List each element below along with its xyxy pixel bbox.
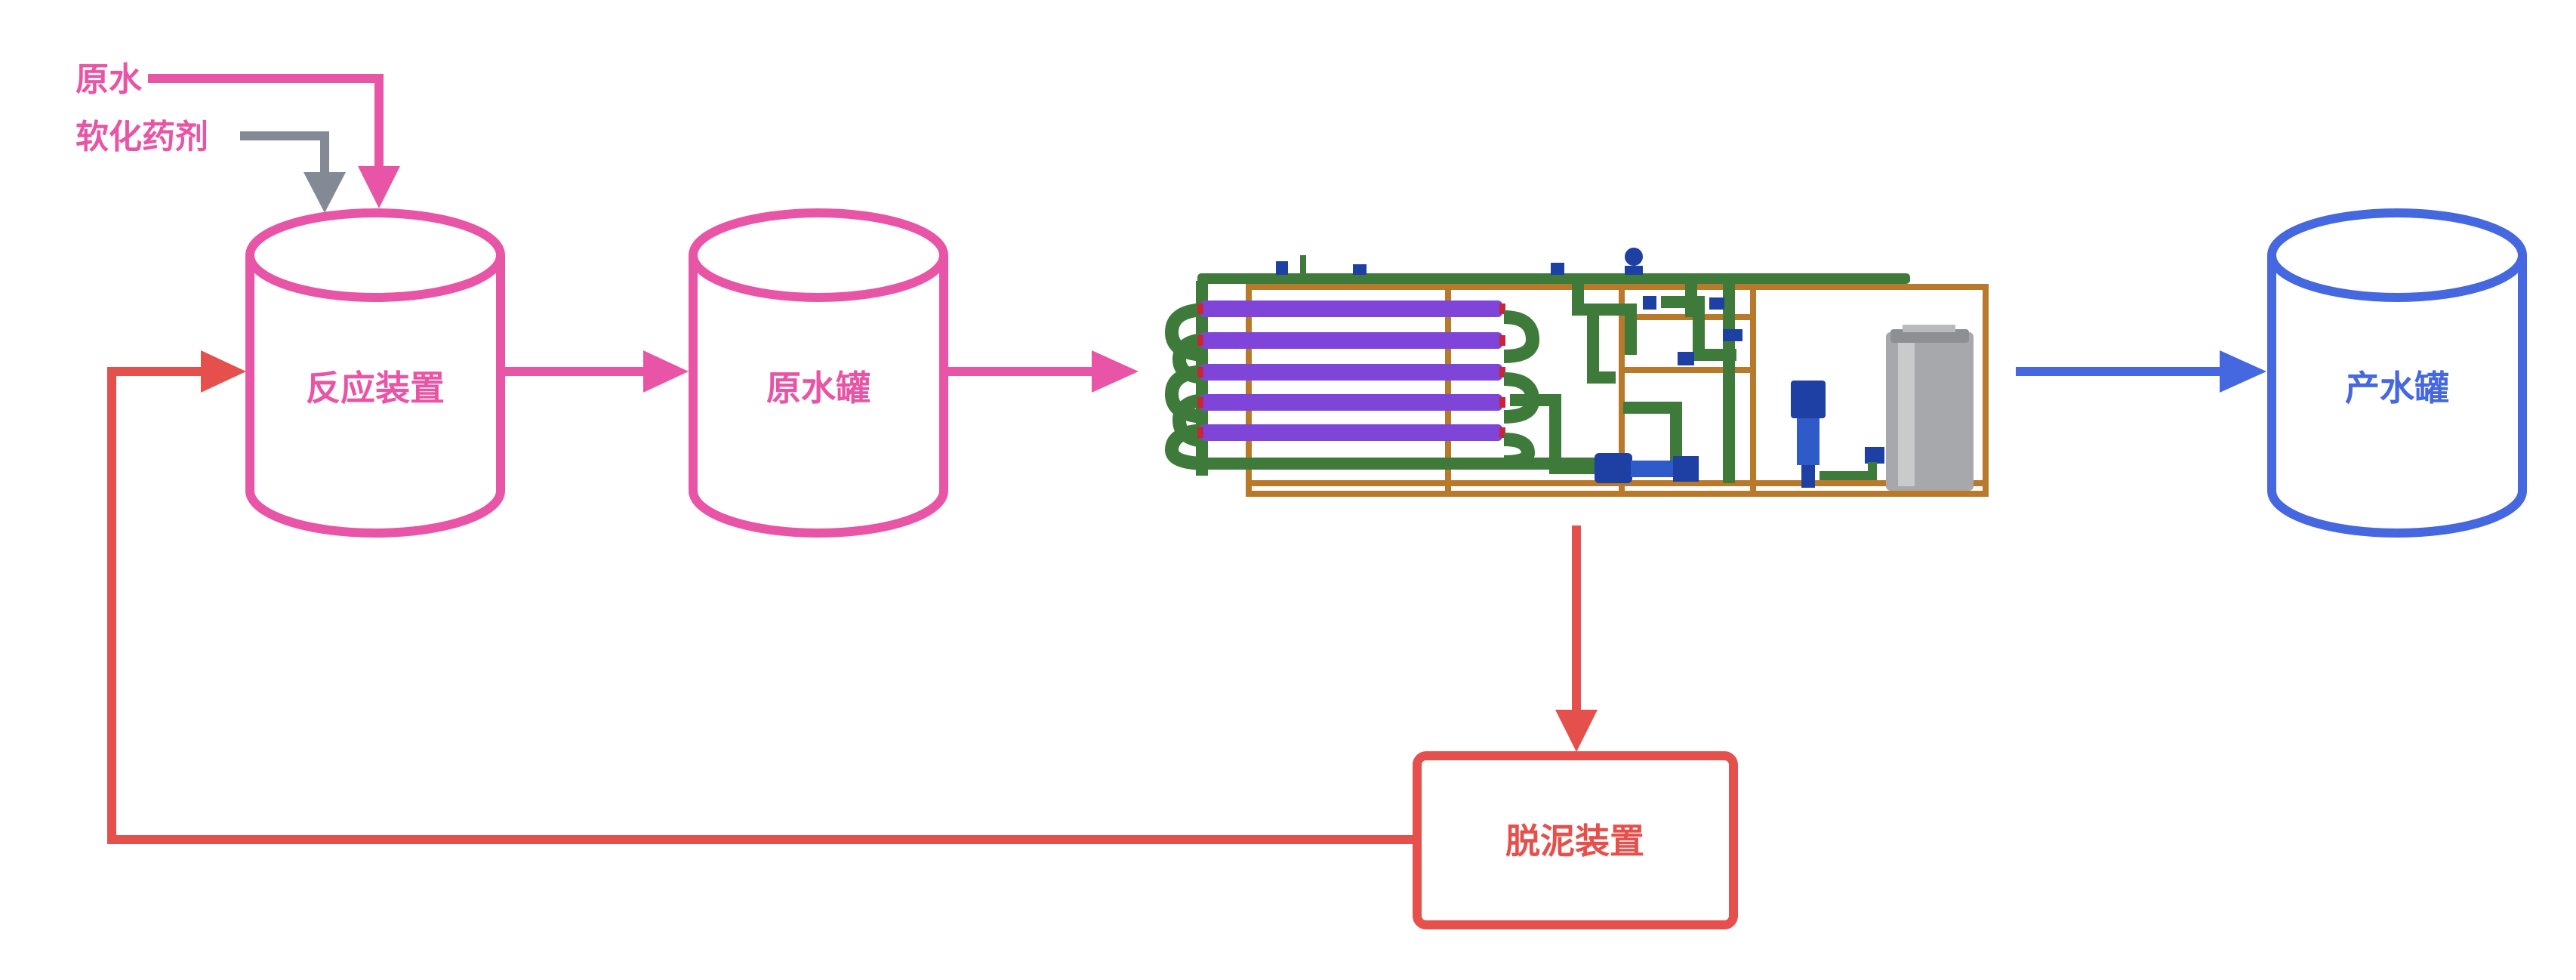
dewatering-device-box: 脱泥装置 xyxy=(1413,751,1738,929)
dewatering-return-arrowhead xyxy=(201,350,246,393)
product-water-tank-cylinder: 产水罐 xyxy=(2267,208,2527,538)
dewatering-return-line xyxy=(107,350,1417,844)
raw-water-inlet-line xyxy=(148,74,400,208)
raw-tank-to-membrane-arrowhead xyxy=(1092,350,1139,393)
membrane-to-product-tank-arrowhead xyxy=(2220,350,2266,393)
membrane-to-dewatering-arrow xyxy=(1555,525,1598,752)
softener-inlet-line xyxy=(240,131,346,213)
dewatering-device-label: 脱泥装置 xyxy=(1505,821,1644,861)
product-water-tank-label: 产水罐 xyxy=(2345,368,2449,408)
reactor-to-raw-tank-arrow xyxy=(504,350,689,393)
softener-inlet-arrowhead xyxy=(304,172,346,213)
raw-water-inlet-arrowhead xyxy=(358,166,400,208)
membrane-filtration-skid-icon xyxy=(1164,248,1989,497)
raw-water-label: 原水 xyxy=(75,60,143,99)
reactor-label: 反应装置 xyxy=(306,368,445,408)
membrane-to-dewatering-arrowhead xyxy=(1555,710,1598,752)
reactor-cylinder: 反应装置 xyxy=(245,208,505,538)
raw-water-tank-cylinder: 原水罐 xyxy=(689,208,948,538)
raw-water-tank-label: 原水罐 xyxy=(766,368,870,408)
softener-label: 软化药剂 xyxy=(75,118,208,156)
membrane-to-product-tank-arrow xyxy=(2016,350,2266,393)
raw-tank-to-membrane-arrow xyxy=(948,350,1139,393)
reactor-to-raw-tank-arrowhead xyxy=(643,350,689,393)
